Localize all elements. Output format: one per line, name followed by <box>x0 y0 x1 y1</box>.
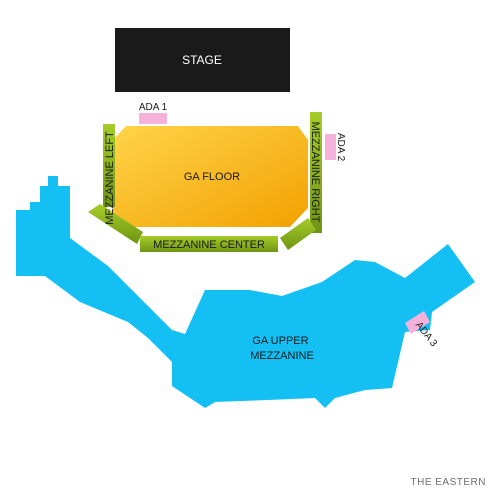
ga-upper-mezzanine-label: GA UPPER MEZZANINE <box>250 335 314 362</box>
mezzanine-left-section[interactable] <box>88 124 143 244</box>
ada-1-label: ADA 1 <box>139 102 168 113</box>
ada-1-section[interactable] <box>139 113 167 124</box>
ada-2-label: ADA 2 <box>335 133 346 162</box>
ada-3-label: ADA 3 <box>413 320 439 349</box>
mezzanine-left-label: MEZZANINE LEFT <box>104 131 116 225</box>
ga-floor-label: GA FLOOR <box>184 171 240 183</box>
venue-name: THE EASTERN <box>410 477 486 488</box>
mezzanine-center-label: MEZZANINE CENTER <box>153 239 265 251</box>
mezzanine-right-label: MEZZANINE RIGHT <box>309 122 321 223</box>
ga-floor-section[interactable] <box>113 126 308 227</box>
ada-3-section[interactable] <box>405 311 430 334</box>
mezzanine-center-section[interactable] <box>140 236 278 252</box>
mezzanine-right-section[interactable] <box>280 112 322 250</box>
stage-section[interactable] <box>115 28 290 92</box>
ga-upper-mezzanine-section[interactable] <box>16 176 475 408</box>
stage-label: STAGE <box>182 53 222 67</box>
ada-2-section[interactable] <box>325 134 336 160</box>
